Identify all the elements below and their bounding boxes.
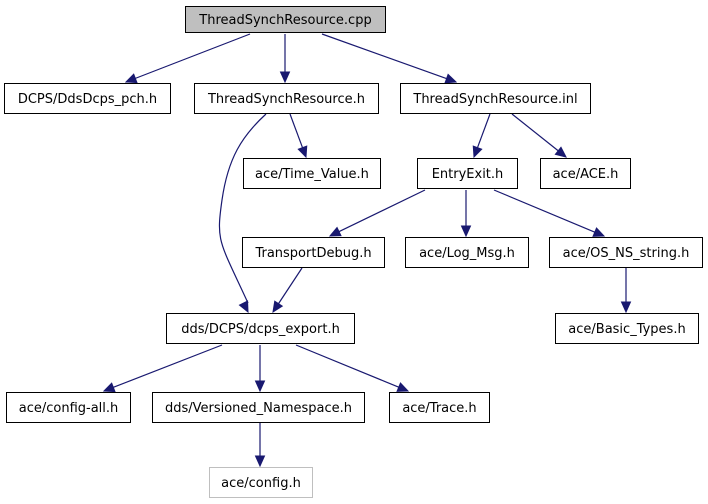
edge-ee-to-osns: [493, 189, 606, 237]
arrowhead: [328, 226, 342, 237]
node-cfg[interactable]: ace/config.h: [209, 467, 313, 498]
node-box: [405, 237, 529, 268]
edge-line: [321, 33, 448, 80]
node-box: [400, 83, 591, 114]
arrowhead: [554, 146, 567, 158]
edge-line: [493, 189, 596, 234]
node-label: ace/Time_Value.h: [255, 167, 369, 182]
edge-line: [295, 344, 400, 389]
node-ace[interactable]: ace/ACE.h: [540, 158, 631, 189]
node-trace[interactable]: ace/Trace.h: [389, 392, 490, 423]
arrowhead: [620, 301, 632, 314]
node-box: [549, 237, 703, 268]
node-cfgall[interactable]: ace/config-all.h: [6, 392, 131, 423]
arrowhead: [472, 145, 483, 159]
edge-ee-to-log: [460, 190, 472, 238]
node-bt[interactable]: ace/Basic_Types.h: [555, 313, 699, 344]
arrowhead: [460, 225, 472, 238]
nodes-layer: ThreadSynchResource.cppDCPS/DdsDcps_pch.…: [4, 6, 703, 498]
arrowhead: [396, 382, 410, 392]
node-label: ace/config-all.h: [19, 401, 119, 416]
edge-line: [218, 113, 267, 304]
node-box: [243, 158, 381, 189]
node-label: TransportDebug.h: [254, 246, 371, 261]
node-inl[interactable]: ThreadSynchResource.inl: [400, 83, 591, 114]
edge-line: [277, 267, 303, 305]
node-label: ThreadSynchResource.cpp: [198, 13, 371, 28]
arrowhead: [102, 382, 116, 393]
edges-layer: [102, 33, 632, 468]
arrowhead: [272, 300, 284, 314]
node-exp[interactable]: dds/DCPS/dcps_export.h: [166, 313, 355, 344]
node-box: [166, 313, 355, 344]
arrowhead: [254, 380, 266, 393]
node-label: ace/OS_NS_string.h: [563, 246, 690, 261]
edge-inl-to-ace: [511, 113, 567, 158]
node-label: ace/config.h: [221, 476, 301, 491]
node-box: [389, 392, 490, 423]
edge-vns-to-cfg: [254, 423, 266, 468]
node-label: ace/ACE.h: [553, 167, 619, 182]
node-box: [209, 467, 313, 498]
node-label: dds/DCPS/dcps_export.h: [181, 322, 340, 337]
node-box: [4, 83, 171, 114]
arrowhead: [444, 73, 458, 84]
node-pch[interactable]: DCPS/DdsDcps_pch.h: [4, 83, 171, 114]
node-tv[interactable]: ace/Time_Value.h: [243, 158, 381, 189]
node-tsh[interactable]: ThreadSynchResource.h: [194, 83, 379, 114]
edge-inl-to-ee: [472, 113, 491, 159]
node-label: DCPS/DdsDcps_pch.h: [18, 92, 157, 107]
node-box: [242, 237, 385, 268]
edge-line: [511, 113, 560, 152]
edge-root-to-inl: [321, 33, 458, 84]
edge-root-to-pch: [124, 33, 251, 84]
arrowhead: [279, 71, 291, 84]
edge-td-to-exp: [272, 267, 303, 314]
edge-exp-to-cfgall: [102, 344, 223, 393]
node-box: [540, 158, 631, 189]
edge-tsh-to-exp: [218, 113, 267, 314]
edge-line: [112, 344, 223, 389]
edge-ee-to-td: [328, 189, 426, 237]
node-label: ThreadSynchResource.h: [207, 92, 365, 107]
node-box: [152, 392, 365, 423]
arrowhead: [124, 73, 138, 84]
node-box: [6, 392, 131, 423]
edge-tsh-to-tv: [289, 113, 308, 159]
node-vns[interactable]: dds/Versioned_Namespace.h: [152, 392, 365, 423]
node-box: [417, 158, 518, 189]
edge-line: [476, 113, 491, 149]
node-td[interactable]: TransportDebug.h: [242, 237, 385, 268]
node-label: ThreadSynchResource.inl: [412, 92, 577, 107]
node-label: dds/Versioned_Namespace.h: [165, 401, 352, 416]
node-box: [185, 6, 386, 33]
node-label: ace/Basic_Types.h: [568, 322, 685, 337]
edge-line: [337, 189, 426, 233]
edge-exp-to-trace: [295, 344, 410, 392]
arrowhead: [254, 455, 266, 468]
node-ee[interactable]: EntryExit.h: [417, 158, 518, 189]
arrowhead: [592, 227, 606, 237]
node-box: [555, 313, 699, 344]
node-label: ace/Log_Msg.h: [419, 246, 515, 261]
node-box: [194, 83, 379, 114]
edge-exp-to-vns: [254, 345, 266, 393]
node-log[interactable]: ace/Log_Msg.h: [405, 237, 529, 268]
arrowhead: [297, 145, 308, 159]
edge-line: [134, 33, 251, 80]
node-osns[interactable]: ace/OS_NS_string.h: [549, 237, 703, 268]
edge-osns-to-bt: [620, 268, 632, 314]
node-root: ThreadSynchResource.cpp: [185, 6, 386, 33]
edge-line: [289, 113, 304, 149]
node-label: ace/Trace.h: [402, 401, 476, 416]
arrowhead: [238, 300, 249, 314]
edge-root-to-tsh: [279, 34, 291, 84]
node-label: EntryExit.h: [432, 167, 504, 182]
